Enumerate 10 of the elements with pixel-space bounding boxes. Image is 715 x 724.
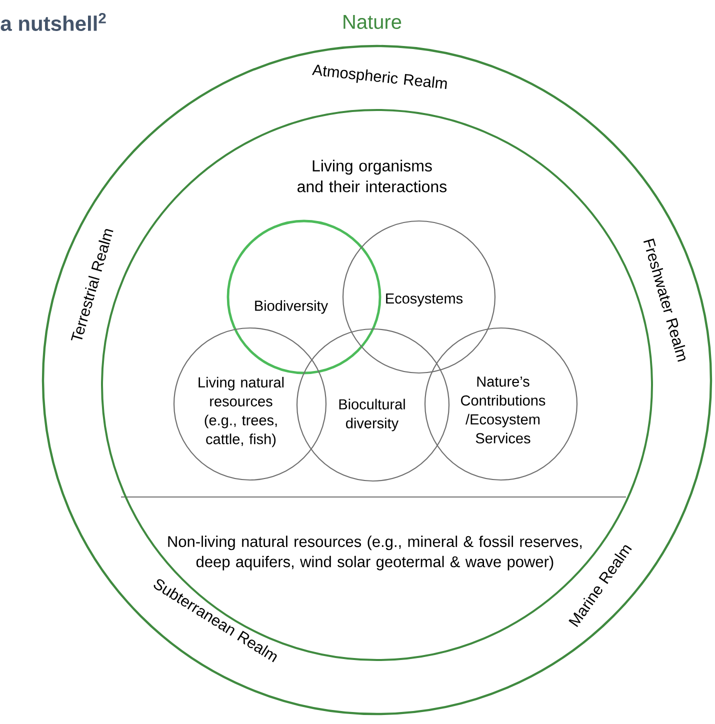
- region-label: Living organisms and their interactions: [298, 160, 447, 192]
- region-label: Non-living natural resources (e.g., mineral & fossil reserves, deep aquifers, wind solar geotermal & wave power): [168, 536, 582, 570]
- realm-label: Atmospheric Realm: [312, 64, 447, 89]
- circle-label: Biodiversity: [255, 300, 328, 314]
- circle-label: Living natural resources (e.g., trees, cattle, fish): [198, 376, 284, 448]
- title: a nutshell$^{2}$: [0, 13, 106, 31]
- heading: Nature: [344, 15, 402, 29]
- circle-label: Nature’s Contributions /Ecosystem Services: [461, 376, 546, 444]
- circle-label: Ecosystems: [386, 294, 463, 306]
- circle-label: Biocultural diversity: [339, 398, 405, 432]
